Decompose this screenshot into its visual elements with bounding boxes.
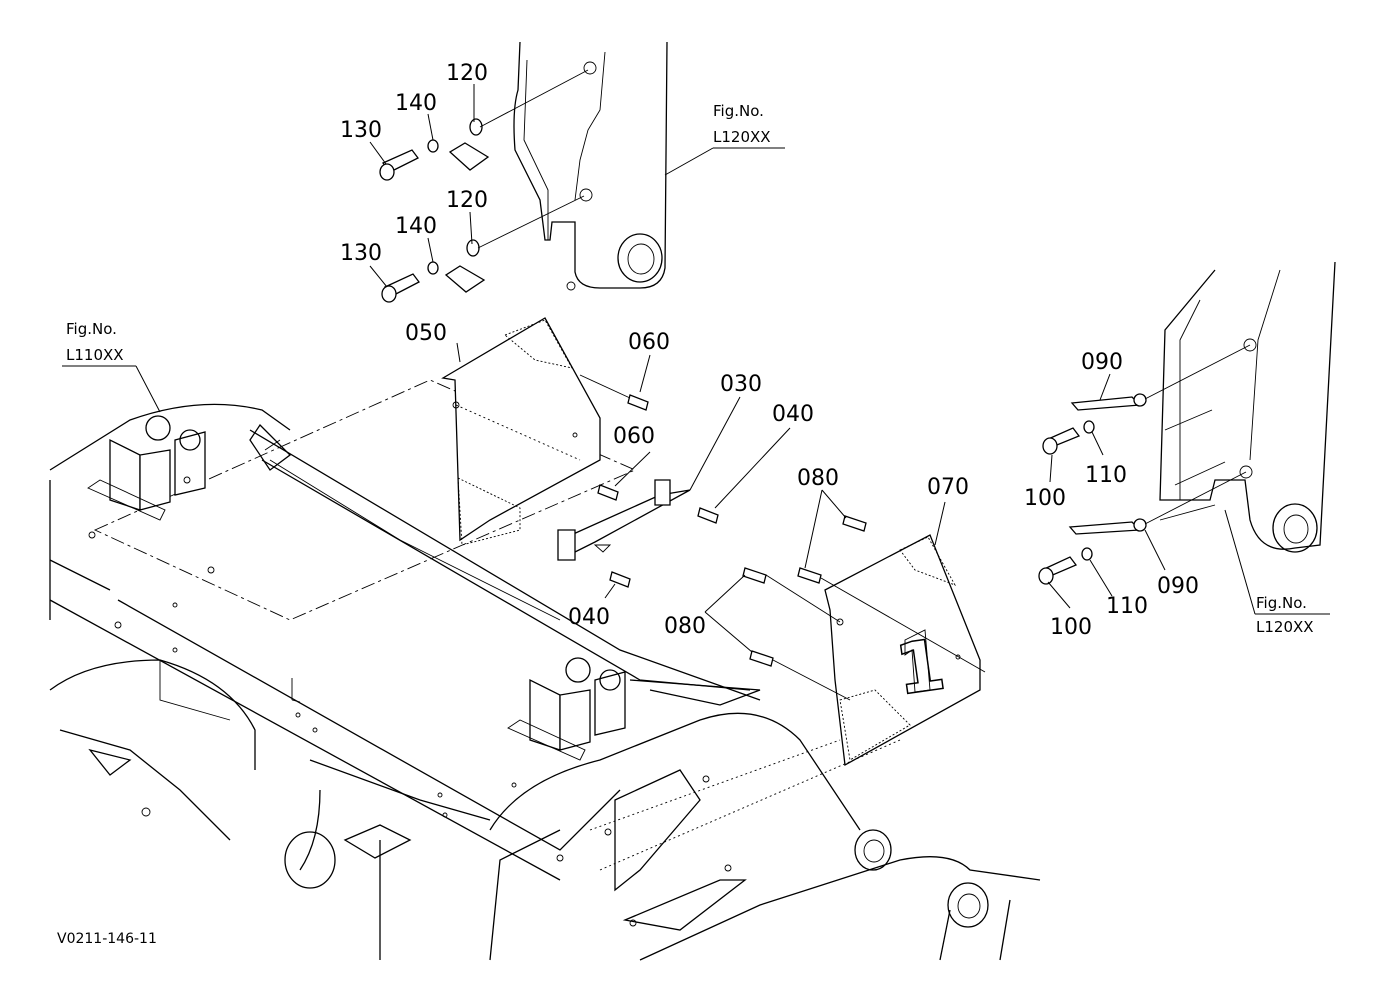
fig-ref-line2: L110XX [66,346,124,364]
right-lower-pin-set [1038,471,1247,585]
frame-holes [88,476,732,927]
fig-ref-line1: Fig.No. [66,320,117,338]
fig-ref-right: Fig.No. L120XX [1256,594,1314,636]
main-frame [49,379,1041,961]
plate-050 [441,317,601,546]
callout-label: 050 [405,321,447,346]
fig-ref-line2: L120XX [713,128,771,146]
callout-label: 080 [664,614,706,639]
top-arm-assembly [513,41,668,291]
callout-label: 130 [340,241,382,266]
fig-ref-top: Fig.No. L120XX [713,102,771,146]
callout-label: 070 [927,475,969,500]
callout-label: 120 [446,188,488,213]
bolts-060-040 [579,374,719,588]
callout-label: 090 [1157,574,1199,599]
lower-pin-set [381,195,585,303]
left-lifting-bracket [87,415,206,521]
callout-labels: 120 140 130 120 140 130 050 060 060 030 … [340,61,1199,640]
callout-label: 110 [1106,594,1148,619]
drawing-code: V0211-146-11 [57,931,157,947]
plate-070 [589,534,981,871]
callout-label: 110 [1085,463,1127,488]
callout-label: 030 [720,372,762,397]
callout-label: 140 [395,214,437,239]
callout-label: 140 [395,91,437,116]
fig-ref-left: Fig.No. L110XX [66,320,124,364]
plate-marking: 1 [891,623,951,711]
fig-ref-line1: Fig.No. [1256,594,1307,612]
callout-label: 040 [772,402,814,427]
callout-label: 040 [568,605,610,630]
leader-lines [62,84,1330,653]
callout-label: 090 [1081,350,1123,375]
right-arm-assembly [1159,261,1336,553]
callout-label: 080 [797,466,839,491]
upper-pin-set [379,69,589,181]
right-lifting-bracket [507,657,626,761]
callout-label: 060 [628,330,670,355]
fig-ref-line1: Fig.No. [713,102,764,120]
callout-label: 100 [1024,486,1066,511]
bracket-030 [557,479,691,561]
callout-label: 130 [340,118,382,143]
right-upper-pin-set [1042,344,1251,455]
fig-ref-line2: L120XX [1256,618,1314,636]
bolts-080 [742,515,986,701]
callout-label: 060 [613,424,655,449]
callout-label: 100 [1050,615,1092,640]
callout-label: 120 [446,61,488,86]
